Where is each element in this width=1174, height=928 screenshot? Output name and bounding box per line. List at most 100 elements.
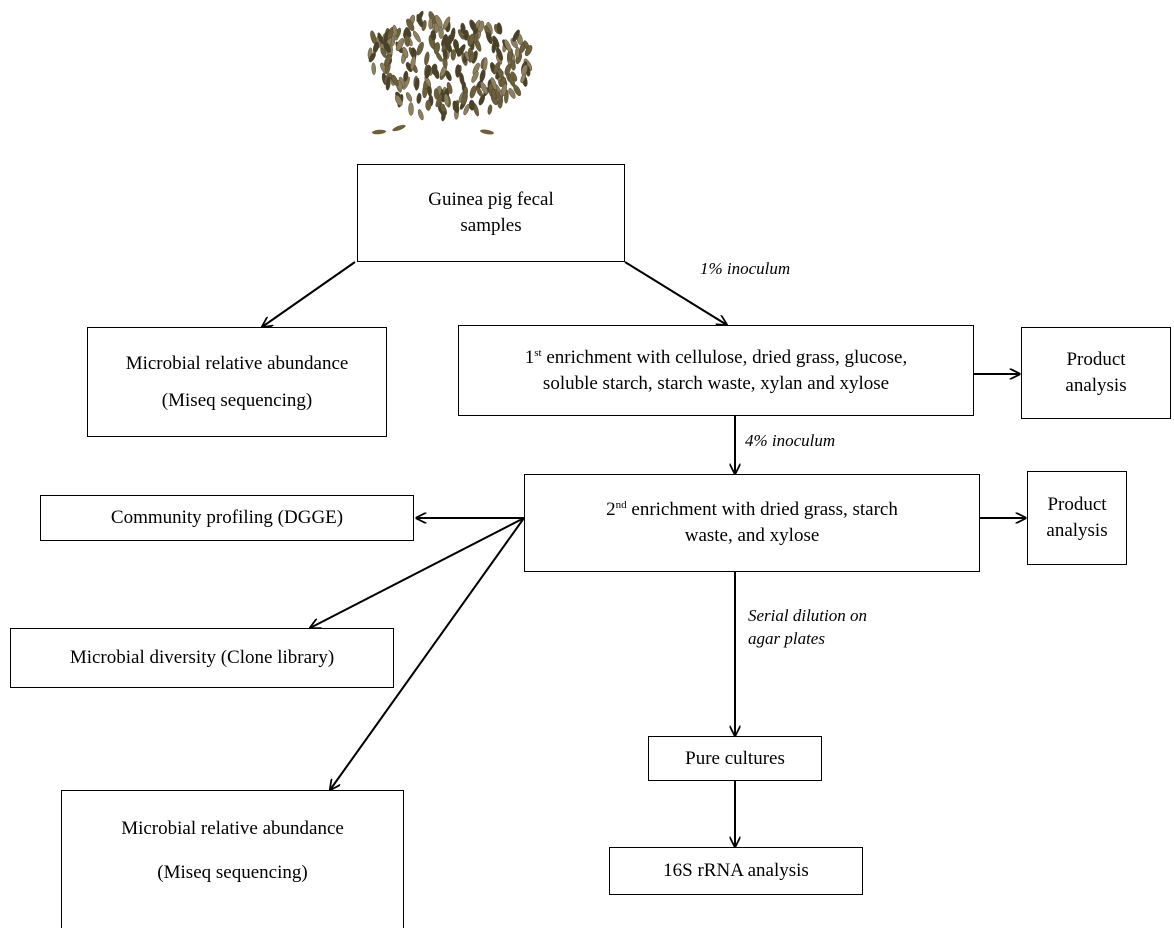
node-enrich1-line1: 1st enrichment with cellulose, dried gra… <box>525 345 908 371</box>
pellet <box>471 71 479 83</box>
pellet <box>469 85 477 99</box>
pellet <box>384 54 392 67</box>
pellet <box>450 49 456 61</box>
pellet <box>459 72 465 86</box>
pellet <box>435 94 443 108</box>
node-enrich2-sup: nd <box>615 499 627 512</box>
node-pure-cultures: Pure cultures <box>648 736 822 781</box>
pellet <box>428 18 433 30</box>
pellet <box>515 46 520 59</box>
pellet <box>485 31 493 45</box>
pellet <box>372 129 386 135</box>
pellet <box>405 27 412 38</box>
pellet <box>512 29 520 42</box>
node-enrich2-line1-rest: enrichment with dried grass, starch <box>626 499 898 521</box>
pellet <box>524 45 533 57</box>
node-fecal-samples: Guinea pig fecal samples <box>357 164 625 262</box>
pellet <box>430 30 437 41</box>
pellet <box>504 63 511 76</box>
node-clone-text: Microbial diversity (Clone library) <box>69 647 335 669</box>
node-dgge-text: Community profiling (DGGE) <box>110 507 344 529</box>
pellet <box>492 35 500 49</box>
pellet <box>499 77 506 88</box>
pellet <box>406 18 415 32</box>
node-rrna-text: 16S rRNA analysis <box>663 860 809 882</box>
node-enrich2-line2: waste, and xylose <box>684 525 820 546</box>
pellet <box>425 99 432 111</box>
pellet <box>504 39 512 53</box>
pellet <box>404 35 410 47</box>
node-enrich2-line1: 2nd enrichment with dried grass, starch <box>606 497 898 523</box>
pellet <box>416 14 424 28</box>
pellet <box>493 61 501 74</box>
pellet <box>416 41 424 56</box>
pellet <box>461 91 468 106</box>
pellet <box>416 92 422 104</box>
pellet <box>395 38 405 52</box>
node-abundance-bottom: Microbial relative abundance (Miseq sequ… <box>61 790 404 928</box>
pellet <box>371 62 376 75</box>
pellet <box>510 59 516 71</box>
node-enrich1-sup: st <box>534 346 542 359</box>
arrow-fecal-to-enrich1 <box>624 261 727 325</box>
node-abundance-top: Microbial relative abundance (Miseq sequ… <box>87 327 387 437</box>
pellet <box>457 44 466 57</box>
node-enrich1-line1-rest: enrichment with cellulose, dried grass, … <box>541 346 908 368</box>
pellet <box>480 129 494 135</box>
pellet <box>406 92 412 102</box>
pellet <box>408 102 414 116</box>
fecal-pellets-image <box>367 10 533 135</box>
pellet <box>521 64 528 76</box>
label-serial-dilution: Serial dilution on agar plates <box>748 605 867 651</box>
pellet <box>463 29 469 41</box>
pellet <box>442 16 451 30</box>
pellet <box>450 27 456 42</box>
pellet <box>414 77 420 91</box>
pellet <box>468 52 475 63</box>
pellet <box>442 48 448 60</box>
pellet <box>468 33 475 46</box>
pellet <box>491 89 497 100</box>
pellet <box>433 88 439 100</box>
node-abundance-bottom-line2: (Miseq sequencing) <box>157 861 308 883</box>
node-abundance-bottom-line1: Microbial relative abundance <box>121 818 344 839</box>
node-product-analysis-2: Product analysis <box>1027 471 1127 565</box>
pellet <box>452 100 460 114</box>
node-abundance-top-line2: (Miseq sequencing) <box>161 390 313 411</box>
pellet <box>402 46 409 59</box>
node-enrichment-1: 1st enrichment with cellulose, dried gra… <box>458 325 974 416</box>
pellet <box>392 24 398 37</box>
pellet <box>434 14 443 28</box>
arrow-enrich2-to-abundance-bottom <box>330 517 525 790</box>
label-serial-line1: Serial dilution on <box>748 606 867 625</box>
pellet <box>496 22 503 35</box>
pellet <box>424 65 432 79</box>
pellet <box>424 51 430 66</box>
node-enrich1-num: 1 <box>524 346 535 368</box>
pellet <box>444 40 453 53</box>
pellet <box>463 103 470 116</box>
pellet <box>508 88 516 99</box>
pellet <box>487 104 493 115</box>
node-product2-line1: Product <box>1047 494 1107 516</box>
node-product1-line1: Product <box>1066 349 1126 371</box>
pellet <box>394 95 403 107</box>
pellet <box>441 110 446 122</box>
pellet <box>433 42 440 55</box>
node-16s-rrna: 16S rRNA analysis <box>609 847 863 895</box>
pellet <box>380 47 387 58</box>
arrow-enrich2-to-clone <box>310 517 525 628</box>
node-dgge: Community profiling (DGGE) <box>40 495 414 541</box>
node-product-analysis-1: Product analysis <box>1021 327 1171 419</box>
pellet <box>410 56 416 70</box>
node-enrich1-line2: soluble starch, starch waste, xylan and … <box>542 372 890 394</box>
pellet <box>446 82 453 94</box>
pellet <box>501 83 507 97</box>
pellet <box>383 41 391 53</box>
pellet <box>392 124 406 132</box>
pellet <box>478 94 485 106</box>
pellet <box>455 64 461 78</box>
node-product1-line2: analysis <box>1065 375 1127 396</box>
